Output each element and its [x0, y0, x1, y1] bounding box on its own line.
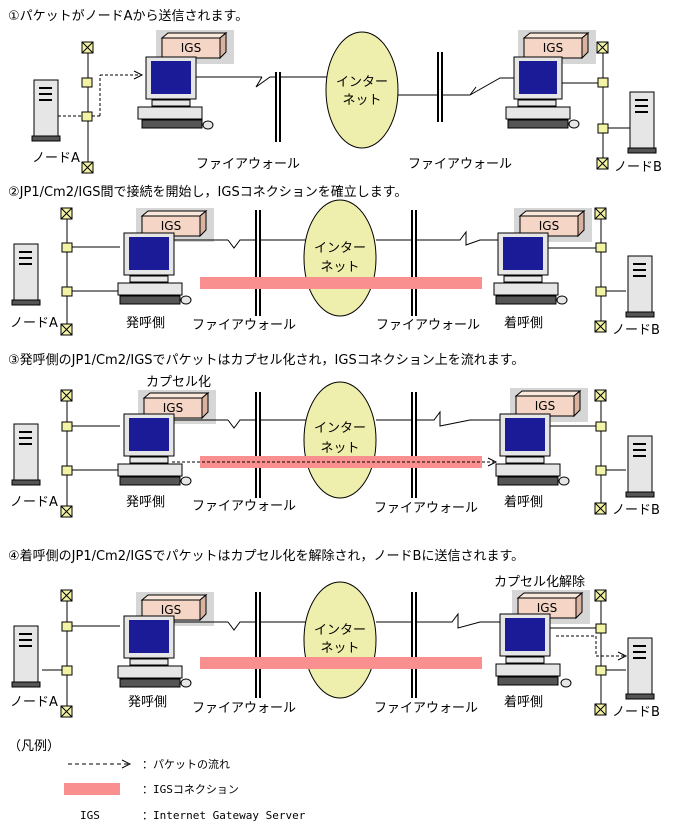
encapsulation-annotation: カプセル化 [146, 375, 211, 390]
igs-label: IGS [539, 219, 559, 233]
hub-port-icon [81, 111, 93, 122]
igs-computer-right: IGS [495, 388, 588, 486]
decapsulation-annotation: カプセル化解除 [494, 575, 585, 590]
callee-label: 着呼側 [504, 494, 543, 510]
igs-connection-bar [200, 657, 482, 669]
node-b-server-icon [625, 637, 655, 700]
igs-computer-left: IGS [137, 30, 234, 130]
internet-label-line2: ネット [342, 93, 381, 108]
step-4-caption: ④着呼側のJP1/Cm2/IGSでパケットはカプセル化を解除され，ノードBに送信… [8, 548, 524, 564]
igs-computer-right: IGS [495, 590, 590, 688]
caller-label: 発呼側 [128, 695, 167, 710]
caller-label: 発呼側 [126, 495, 165, 510]
igs-connection-bar [200, 277, 482, 289]
step-2-caption: ②JP1/Cm2/IGS間で接続を開始し，IGSコネクションを確立します。 [8, 184, 407, 200]
internet-label-line1: インター [314, 241, 366, 256]
node-b-label: ノードB [614, 160, 662, 175]
firewall-right-label: ファイアウォール [374, 701, 478, 716]
step-3-caption: ③発呼側のJP1/Cm2/IGSでパケットはカプセル化され，IGSコネクション上… [8, 353, 524, 368]
igs-label: IGS [163, 401, 183, 415]
igs-label: IGS [161, 219, 181, 233]
igs-computer-right: IGS [493, 208, 592, 305]
wan-line [255, 76, 276, 88]
legend-igs-full: ：Internet Gateway Server [142, 809, 306, 822]
node-b-server-icon [625, 255, 655, 318]
firewall-left-label: ファイアウォール [196, 157, 300, 172]
caller-label: 発呼側 [126, 316, 165, 331]
node-b-label: ノードB [612, 323, 660, 338]
legend: （凡例） ：パケットの流れ ：IGSコネクション IGS ：Internet G… [8, 739, 306, 822]
node-a-server-icon [11, 243, 41, 306]
legend-igs-connection-swatch [64, 783, 120, 795]
arrow-head-icon [617, 651, 628, 661]
terminator-x [81, 161, 94, 174]
internet-label-line1: インター [336, 75, 388, 90]
legend-title: （凡例） [8, 739, 60, 754]
step-2: ②JP1/Cm2/IGS間で接続を開始し，IGSコネクションを確立します。 ノー… [8, 184, 660, 338]
igs-computer-right: IGS [505, 30, 596, 129]
firewall-left-label: ファイアウォール [192, 701, 296, 716]
internet-label-line1: インター [314, 421, 366, 436]
igs-label: IGS [537, 601, 557, 615]
internet-cloud-icon [303, 199, 377, 317]
internet-label-line2: ネット [320, 260, 359, 275]
igs-label: IGS [161, 603, 181, 617]
internet-label-line2: ネット [320, 441, 359, 456]
step-1: ①パケットがノードAから送信されます。 ノードA IGS [8, 9, 662, 175]
node-b-label: ノードB [612, 503, 660, 518]
node-a-label: ノードA [10, 695, 58, 710]
igs-computer-left: IGS [117, 592, 214, 688]
node-b-server-icon [625, 435, 655, 498]
igs-computer-left: IGS [117, 208, 214, 305]
firewall-left-label: ファイアウォール [192, 318, 296, 333]
node-a-server-icon [11, 423, 41, 486]
node-a-label: ノードA [32, 151, 80, 166]
legend-igs-connection-label: ：IGSコネクション [142, 783, 239, 796]
node-b-label: ノードB [612, 705, 660, 720]
hub-port-icon [597, 123, 609, 134]
terminator-x [81, 41, 94, 54]
firewall-right-label: ファイアウォール [374, 501, 478, 516]
node-a-server-icon [31, 79, 61, 142]
node-a-server-icon [11, 625, 41, 688]
igs-computer-left: IGS [117, 390, 216, 486]
hub-port-icon [81, 77, 93, 88]
arrow-head-icon [133, 70, 144, 80]
callee-label: 着呼側 [504, 315, 543, 331]
internet-label-line1: インター [314, 623, 366, 638]
legend-igs-abbr: IGS [80, 809, 100, 822]
step-4: ④着呼側のJP1/Cm2/IGSでパケットはカプセル化を解除され，ノードBに送信… [8, 548, 660, 720]
internet-label-line2: ネット [320, 641, 359, 656]
igs-label: IGS [181, 41, 201, 55]
igs-label: IGS [535, 399, 555, 413]
igs-connection-bar [200, 456, 482, 468]
firewall-right-label: ファイアウォール [408, 157, 512, 172]
arrow-head-icon [121, 759, 132, 769]
firewall-left-label: ファイアウォール [192, 499, 296, 514]
legend-packet-flow-label: ：パケットの流れ [142, 757, 230, 771]
step-3: ③発呼側のJP1/Cm2/IGSでパケットはカプセル化され，IGSコネクション上… [8, 353, 660, 518]
internet-cloud-icon [325, 31, 399, 149]
wan-line [442, 77, 514, 96]
igs-label: IGS [543, 41, 563, 55]
step-1-caption: ①パケットがノードAから送信されます。 [8, 9, 248, 24]
internet-cloud-icon [303, 581, 377, 699]
firewall-right-label: ファイアウォール [376, 318, 480, 333]
node-a-label: ノードA [10, 316, 58, 331]
internet-cloud-icon [303, 381, 377, 499]
arrow-head-icon [487, 457, 498, 467]
hub-port-icon [597, 77, 609, 88]
callee-label: 着呼側 [504, 694, 543, 710]
node-b-server-icon [627, 91, 657, 154]
node-a-label: ノードA [10, 495, 58, 510]
